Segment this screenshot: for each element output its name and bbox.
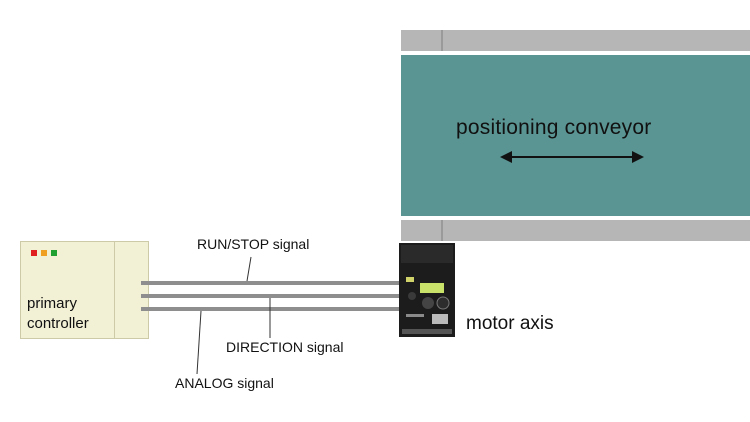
primary-controller: primary controller — [20, 241, 149, 339]
green-led-icon — [51, 250, 57, 256]
controller-label-line2: controller — [27, 315, 89, 332]
direction-label: DIRECTION signal — [226, 339, 344, 355]
signal-cables — [141, 281, 410, 311]
analog-label: ANALOG signal — [175, 375, 274, 391]
motor-axis-label: motor axis — [466, 313, 554, 334]
leader-lines — [196, 256, 271, 375]
controller-label: primary controller — [27, 294, 89, 334]
orange-led-icon — [41, 250, 47, 256]
conveyor-bottom-rail — [401, 220, 750, 241]
double-arrow-icon — [500, 151, 644, 163]
conveyor-top-rail — [401, 30, 750, 51]
red-led-icon — [31, 250, 37, 256]
controller-label-line1: primary — [27, 295, 78, 312]
controller-divider — [114, 242, 115, 338]
conveyor-label: positioning conveyor — [456, 116, 652, 139]
run-stop-label: RUN/STOP signal — [197, 236, 310, 252]
motor-drive-icon — [399, 243, 455, 337]
conveyor-belt — [401, 55, 750, 216]
